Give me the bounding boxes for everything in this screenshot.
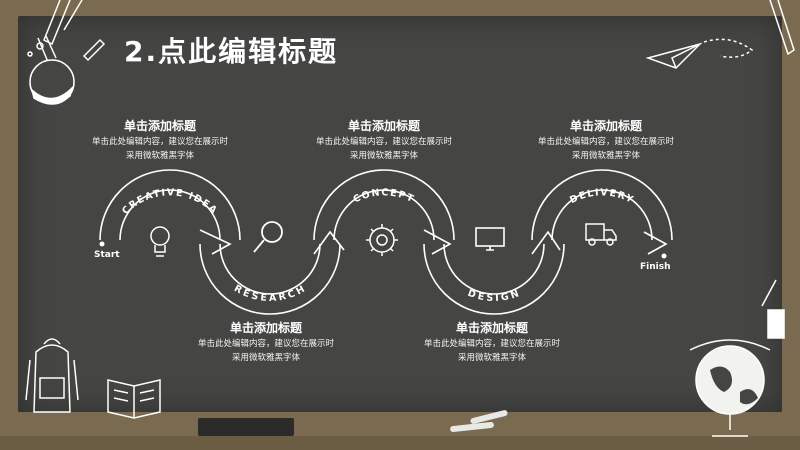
chalkboard (18, 16, 782, 412)
ruler-icon (43, 0, 83, 46)
truck-icon (585, 223, 617, 246)
backpack-icon (25, 338, 79, 413)
text-block-line: 采用微软雅黑字体 (349, 151, 418, 161)
stage-label-delivery: DELIVERY (568, 187, 636, 206)
text-block-heading: 单击添加标题 (455, 321, 528, 335)
text-block-heading: 单击添加标题 (347, 119, 420, 133)
lightbulb-icon (150, 226, 170, 257)
flask-icon (27, 35, 75, 105)
eraser (198, 418, 294, 436)
stage-label-concept-text: CONCEPT (352, 187, 415, 205)
text-block-line: 单击此处编辑内容，建议您在展示时 (91, 137, 228, 147)
text-block-5[interactable]: 单击添加标题 单击此处编辑内容，建议您在展示时 采用微软雅黑字体 (402, 320, 582, 364)
text-block-line: 采用微软雅黑字体 (571, 151, 640, 161)
start-label: Start (94, 250, 120, 260)
stage-label-design: DESIGN (466, 288, 522, 304)
text-block-line: 采用微软雅黑字体 (231, 353, 300, 363)
text-block-line: 采用微软雅黑字体 (125, 151, 194, 161)
stage-label-delivery-text: DELIVERY (568, 187, 634, 206)
stage-label-concept: CONCEPT (352, 187, 417, 205)
book-icon (107, 379, 161, 419)
text-block-2[interactable]: 单击添加标题 单击此处编辑内容，建议您在展示时 采用微软雅黑字体 (294, 118, 474, 162)
monitor-icon (475, 227, 505, 251)
text-block-heading: 单击添加标题 (123, 119, 196, 133)
pencil-icon (82, 38, 106, 62)
text-block-heading: 单击添加标题 (569, 119, 642, 133)
slide-title[interactable]: 2.点此编辑标题 (124, 35, 339, 68)
gear-icon (366, 224, 398, 256)
stage-label-creative: CREATIVE IDEA (120, 187, 220, 217)
stage-label-creative-text: CREATIVE IDEA (120, 187, 218, 217)
globe-icon (689, 339, 771, 437)
finish-dot (661, 253, 667, 259)
process-flow (99, 169, 673, 315)
text-block-line: 采用微软雅黑字体 (457, 353, 526, 363)
text-block-line: 单击此处编辑内容，建议您在展示时 (315, 137, 452, 147)
text-block-3[interactable]: 单击添加标题 单击此处编辑内容，建议您在展示时 采用微软雅黑字体 (516, 118, 696, 162)
finish-label: Finish (640, 262, 671, 272)
magnifier-icon (253, 221, 283, 253)
paper-plane-icon (645, 38, 754, 69)
bottle-icon (761, 279, 785, 339)
text-block-line: 单击此处编辑内容，建议您在展示时 (423, 339, 560, 349)
text-block-1[interactable]: 单击添加标题 单击此处编辑内容，建议您在展示时 采用微软雅黑字体 (70, 118, 250, 162)
chalk-tray (0, 436, 800, 450)
text-block-line: 单击此处编辑内容，建议您在展示时 (537, 137, 674, 147)
stage-label-design-text: DESIGN (466, 288, 520, 304)
start-dot (99, 241, 105, 247)
text-block-line: 单击此处编辑内容，建议您在展示时 (197, 339, 334, 349)
ruler-icon (769, 0, 795, 56)
text-block-4[interactable]: 单击添加标题 单击此处编辑内容，建议您在展示时 采用微软雅黑字体 (176, 320, 356, 364)
text-block-heading: 单击添加标题 (229, 321, 302, 335)
